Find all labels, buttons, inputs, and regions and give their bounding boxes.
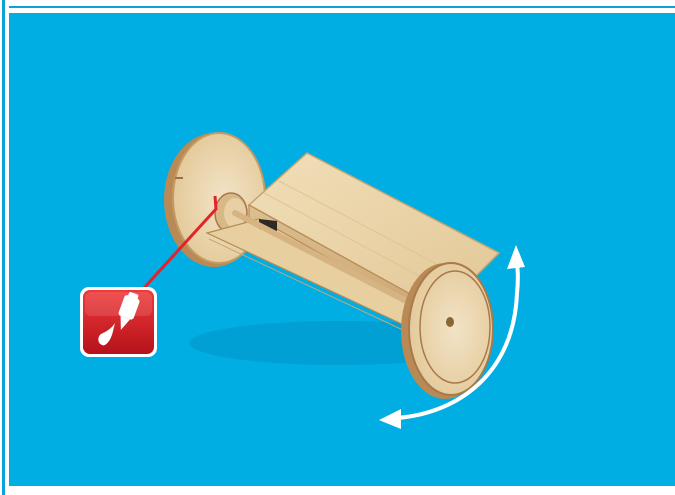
glue-bottle-icon: [80, 287, 157, 357]
front-wheel-disc: [401, 263, 493, 399]
left-border-line: [2, 0, 5, 495]
axle-hole: [446, 317, 454, 327]
illustration-svg: [9, 13, 675, 486]
illustration-panel: [9, 13, 675, 486]
top-border-line: [9, 6, 675, 8]
